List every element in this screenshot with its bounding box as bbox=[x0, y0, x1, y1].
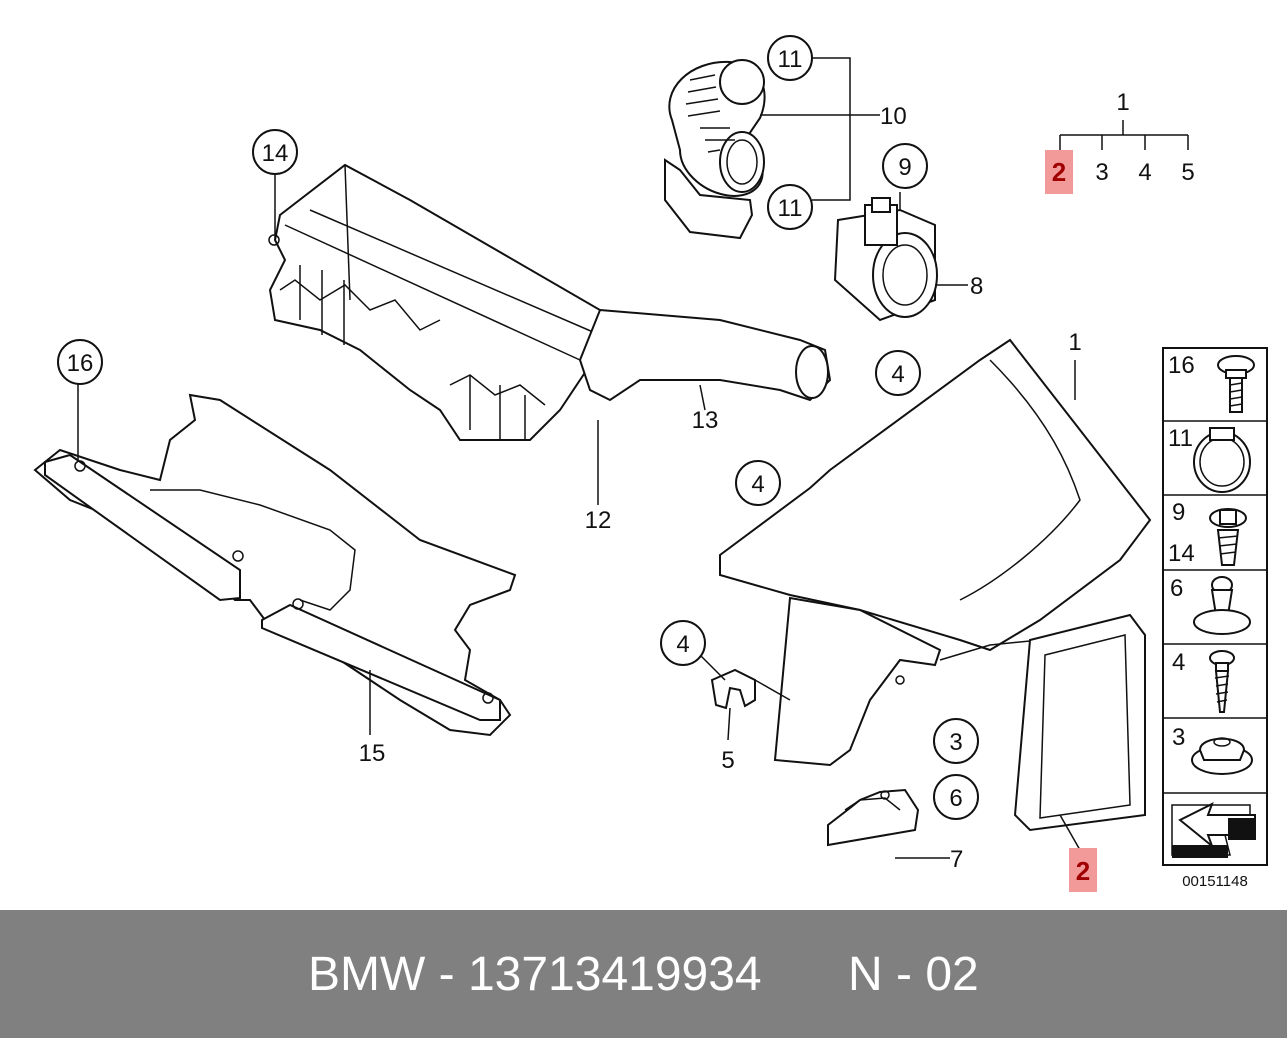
callout-9: 9 bbox=[898, 154, 911, 181]
callout-3: 3 bbox=[949, 729, 962, 756]
callout-4-tree: 4 bbox=[1138, 159, 1151, 186]
highlight-box-tree bbox=[1045, 150, 1073, 194]
legend-label-11: 11 bbox=[1168, 425, 1193, 452]
bolt-icon bbox=[1217, 355, 1255, 413]
diagram-number: 00151148 bbox=[1182, 873, 1248, 890]
callout-14: 14 bbox=[262, 140, 289, 167]
callout-13: 13 bbox=[692, 407, 719, 434]
arrow-icon bbox=[1171, 801, 1256, 858]
legend-label-4: 4 bbox=[1172, 649, 1185, 676]
callout-16: 16 bbox=[67, 350, 94, 377]
hardware-legend: 16 11 9 14 6 4 bbox=[1162, 347, 1268, 866]
highlight-box-filter bbox=[1069, 848, 1097, 892]
hose-clamp-icon bbox=[1193, 427, 1251, 493]
callout-2-filter: 2 bbox=[1076, 856, 1090, 886]
grommet-icon bbox=[1191, 737, 1253, 775]
cowl-panel bbox=[33, 393, 517, 737]
callout-4-b: 4 bbox=[751, 471, 764, 498]
callout-11-bottom: 11 bbox=[778, 195, 803, 222]
callout-4-a: 4 bbox=[891, 361, 904, 388]
callout-8: 8 bbox=[970, 273, 983, 300]
leader-lines bbox=[77, 57, 1189, 859]
expanding-rivet-icon bbox=[1193, 576, 1251, 635]
callout-7: 7 bbox=[950, 846, 963, 873]
callout-15: 15 bbox=[359, 740, 386, 767]
callout-1-tree: 1 bbox=[1116, 89, 1129, 116]
filter-element bbox=[1013, 613, 1146, 832]
upper-intake-duct bbox=[268, 163, 832, 441]
callout-3-tree: 3 bbox=[1095, 159, 1108, 186]
clip bbox=[710, 668, 756, 710]
callout-4-c: 4 bbox=[676, 631, 689, 658]
legend-label-14: 14 bbox=[1168, 540, 1195, 567]
air-mass-meter bbox=[833, 197, 938, 322]
legend-label-16: 16 bbox=[1168, 352, 1195, 379]
legend-label-6: 6 bbox=[1170, 575, 1183, 602]
callout-2-tree: 2 bbox=[1052, 157, 1066, 187]
intake-bellows-hose bbox=[664, 59, 766, 240]
self-tapping-screw-icon bbox=[1209, 650, 1235, 713]
callout-6: 6 bbox=[949, 785, 962, 812]
callout-labels: 11 11 10 9 8 14 13 12 16 15 1 4 4 4 5 3 … bbox=[67, 46, 1195, 886]
callout-5: 5 bbox=[721, 747, 734, 774]
screw-icon bbox=[1209, 508, 1247, 566]
callout-12: 12 bbox=[585, 507, 612, 534]
callout-10: 10 bbox=[880, 103, 907, 130]
parts-diagram: 11 11 10 9 8 14 13 12 16 15 1 4 4 4 5 3 … bbox=[33, 35, 1268, 892]
part-number-text: BMW - 13713419934 bbox=[308, 947, 762, 1001]
part-number-banner: BMW - 13713419934 N - 02 bbox=[0, 910, 1287, 1038]
legend-label-3: 3 bbox=[1172, 724, 1185, 751]
legend-label-9: 9 bbox=[1172, 499, 1185, 526]
callout-5-tree: 5 bbox=[1181, 159, 1194, 186]
bracket bbox=[827, 788, 920, 847]
callout-circles bbox=[57, 35, 979, 820]
callout-11-top: 11 bbox=[778, 46, 803, 73]
position-text: N - 02 bbox=[848, 947, 979, 1001]
callout-1-cover: 1 bbox=[1068, 329, 1081, 356]
filter-housing-cover bbox=[719, 338, 1152, 767]
